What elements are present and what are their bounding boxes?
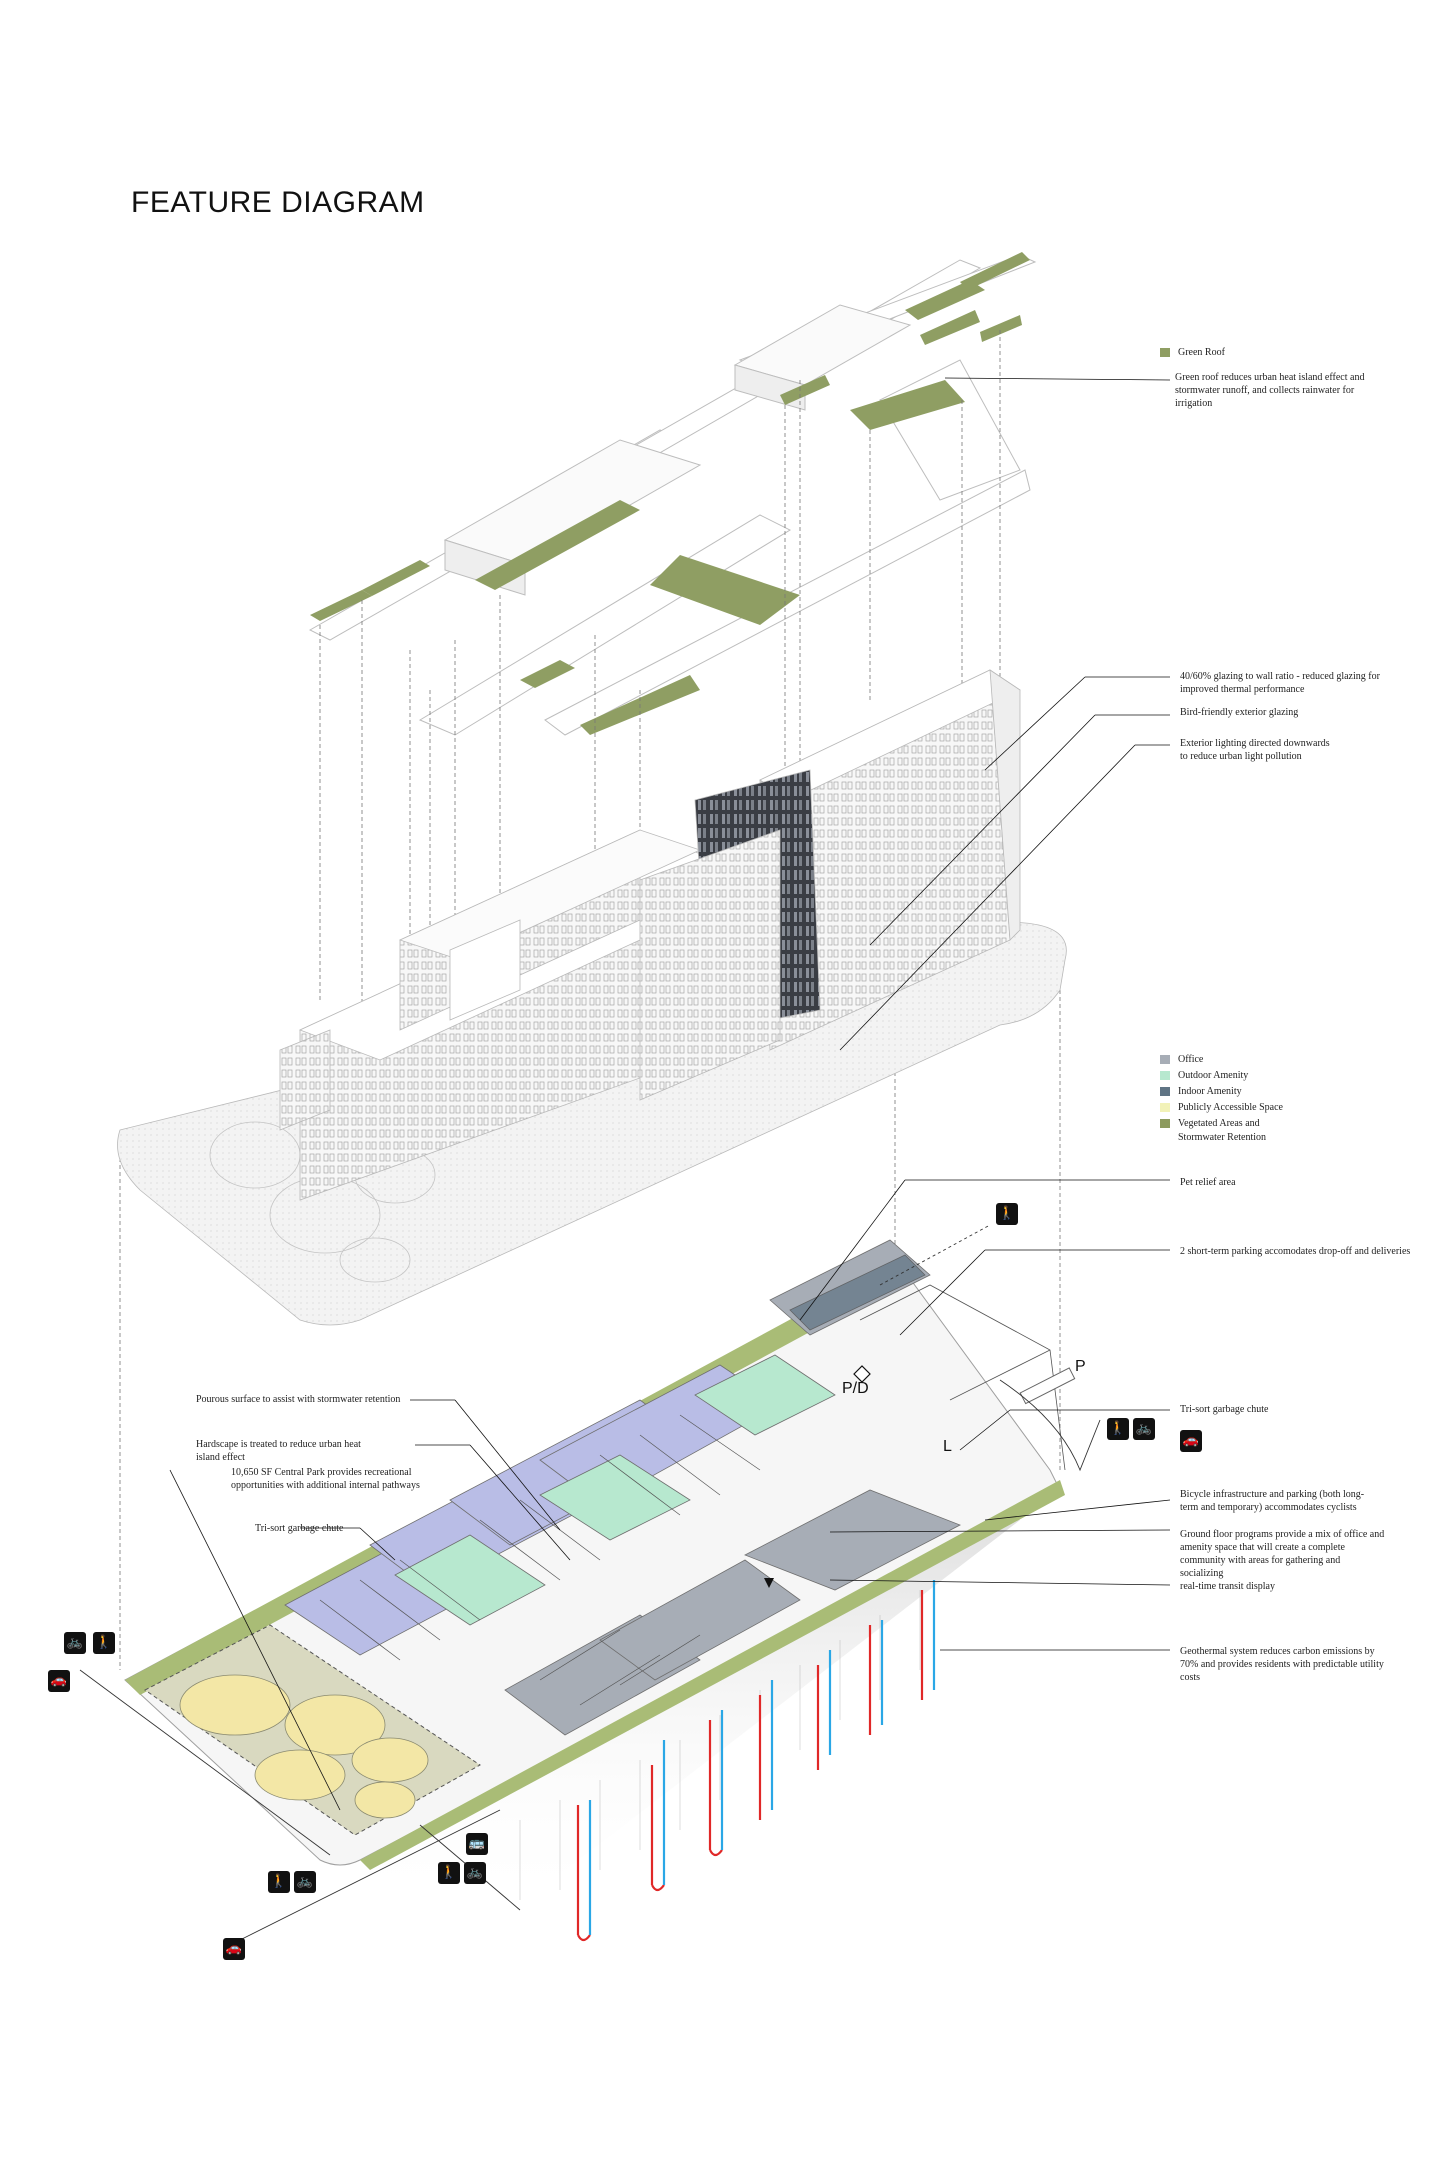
car-icon: 🚗 xyxy=(1180,1430,1202,1452)
legend-label-office: Office xyxy=(1178,1054,1204,1065)
note-pet-relief: Pet relief area xyxy=(1180,1177,1236,1188)
note-short-term-parking: 2 short-term parking accomodates drop-of… xyxy=(1180,1246,1411,1257)
pedestrian-icon: 🚶 xyxy=(268,1871,290,1893)
pedestrian-icon: 🚶 xyxy=(996,1203,1018,1225)
note-central-park: 10,650 SF Central Park provides recreati… xyxy=(231,1467,420,1491)
bicycle-icon: 🚲 xyxy=(464,1862,486,1884)
note-ground-floor: Ground floor programs provide a mix of o… xyxy=(1180,1529,1385,1579)
note-geothermal: Geothermal system reduces carbon emissio… xyxy=(1180,1646,1384,1683)
note-transit-display: real-time transit display xyxy=(1180,1581,1275,1592)
geothermal-loops xyxy=(576,1580,936,1942)
note-exterior-lighting: Exterior lighting directed downwards to … xyxy=(1180,738,1330,762)
drop-off-label: P/D xyxy=(842,1380,869,1397)
car-icon: 🚗 xyxy=(223,1938,245,1960)
car-icon: 🚗 xyxy=(48,1670,70,1692)
bicycle-icon: 🚲 xyxy=(294,1871,316,1893)
legend-swatch-vegetated xyxy=(1160,1119,1170,1128)
note-glazing-ratio: 40/60% glazing to wall ratio - reduced g… xyxy=(1180,671,1380,695)
projection-lines xyxy=(119,330,1061,1670)
building-layer xyxy=(117,669,1067,1326)
note-trisort-right: Tri-sort garbage chute xyxy=(1180,1404,1269,1415)
note-hardscape: Hardscape is treated to reduce urban hea… xyxy=(196,1439,361,1463)
green-roof-legend-label: Green Roof xyxy=(1178,347,1225,358)
page-title: FEATURE DIAGRAM xyxy=(131,186,425,219)
note-bird-friendly: Bird-friendly exterior glazing xyxy=(1180,707,1299,718)
green-roof-patches xyxy=(310,252,1030,735)
legend-label-indoor-amenity: Indoor Amenity xyxy=(1178,1086,1242,1097)
legend-swatch-publicly-accessible xyxy=(1160,1103,1170,1112)
pedestrian-icon: 🚶 xyxy=(1107,1418,1129,1440)
note-green-roof: Green roof reduces urban heat island eff… xyxy=(1175,372,1365,409)
green-roof-legend: Green Roof xyxy=(1160,346,1225,362)
pedestrian-icon: 🚶 xyxy=(438,1862,460,1884)
bus-icon: 🚌 xyxy=(466,1833,488,1855)
pedestrian-icon: 🚶 xyxy=(93,1632,115,1654)
legend-swatch-office xyxy=(1160,1055,1170,1064)
legend-label-outdoor-amenity: Outdoor Amenity xyxy=(1178,1070,1249,1081)
parking-label: P xyxy=(1075,1358,1086,1375)
program-legend: Office Outdoor Amenity Indoor Amenity Pu… xyxy=(1160,1053,1340,1147)
bicycle-icon: 🚲 xyxy=(1133,1418,1155,1440)
roof-layer xyxy=(308,252,1037,736)
bicycle-icon: 🚲 xyxy=(64,1632,86,1654)
legend-swatch-outdoor-amenity xyxy=(1160,1071,1170,1080)
loading-label: L xyxy=(943,1438,952,1455)
note-bicycle: Bicycle infrastructure and parking (both… xyxy=(1180,1489,1365,1513)
legend-label-vegetated: Vegetated Areas and Stormwater Retention xyxy=(1178,1118,1267,1143)
green-roof-swatch xyxy=(1160,348,1170,357)
legend-label-publicly-accessible: Publicly Accessible Space xyxy=(1178,1102,1283,1113)
callout-leaders xyxy=(169,377,1171,1811)
note-porous-surface: Pourous surface to assist with stormwate… xyxy=(196,1394,401,1405)
legend-swatch-indoor-amenity xyxy=(1160,1087,1170,1096)
note-trisort-left: Tri-sort garbage chute xyxy=(255,1523,344,1534)
ground-plan-layer xyxy=(79,1224,1101,1942)
